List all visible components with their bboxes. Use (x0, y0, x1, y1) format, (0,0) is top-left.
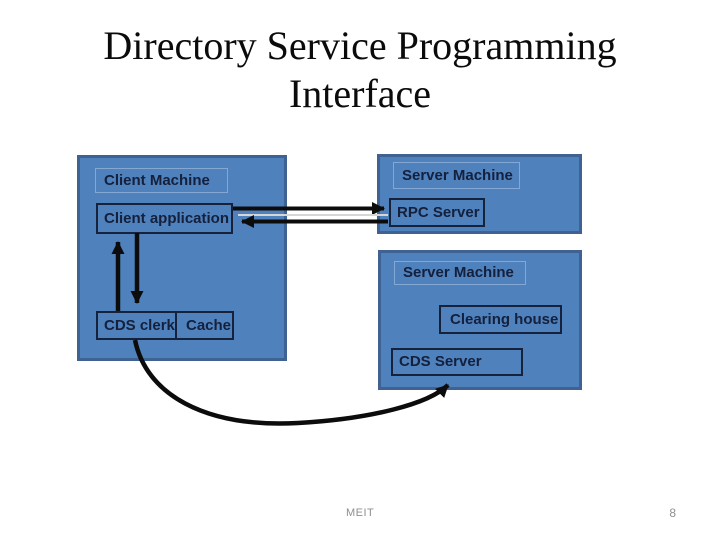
cache-box: Cache (175, 311, 234, 340)
rpc-server-box: RPC Server (389, 198, 485, 227)
client-machine-label: Client Machine (95, 168, 228, 193)
page-title: Directory Service Programming Interface (0, 22, 720, 118)
title-line-1: Directory Service Programming (103, 23, 617, 68)
footer-text: MEIT (346, 507, 375, 519)
client-application-box: Client application (96, 203, 233, 234)
cds-clerk-box: CDS clerk (96, 311, 177, 340)
server-machine-rpc-label: Server Machine (393, 162, 520, 189)
clearing-house-box: Clearing house (439, 305, 562, 334)
title-line-2: Interface (288, 71, 432, 116)
cds-server-box: CDS Server (391, 348, 523, 376)
slide-number: 8 (669, 506, 676, 520)
server-machine-cds-label: Server Machine (394, 261, 526, 285)
